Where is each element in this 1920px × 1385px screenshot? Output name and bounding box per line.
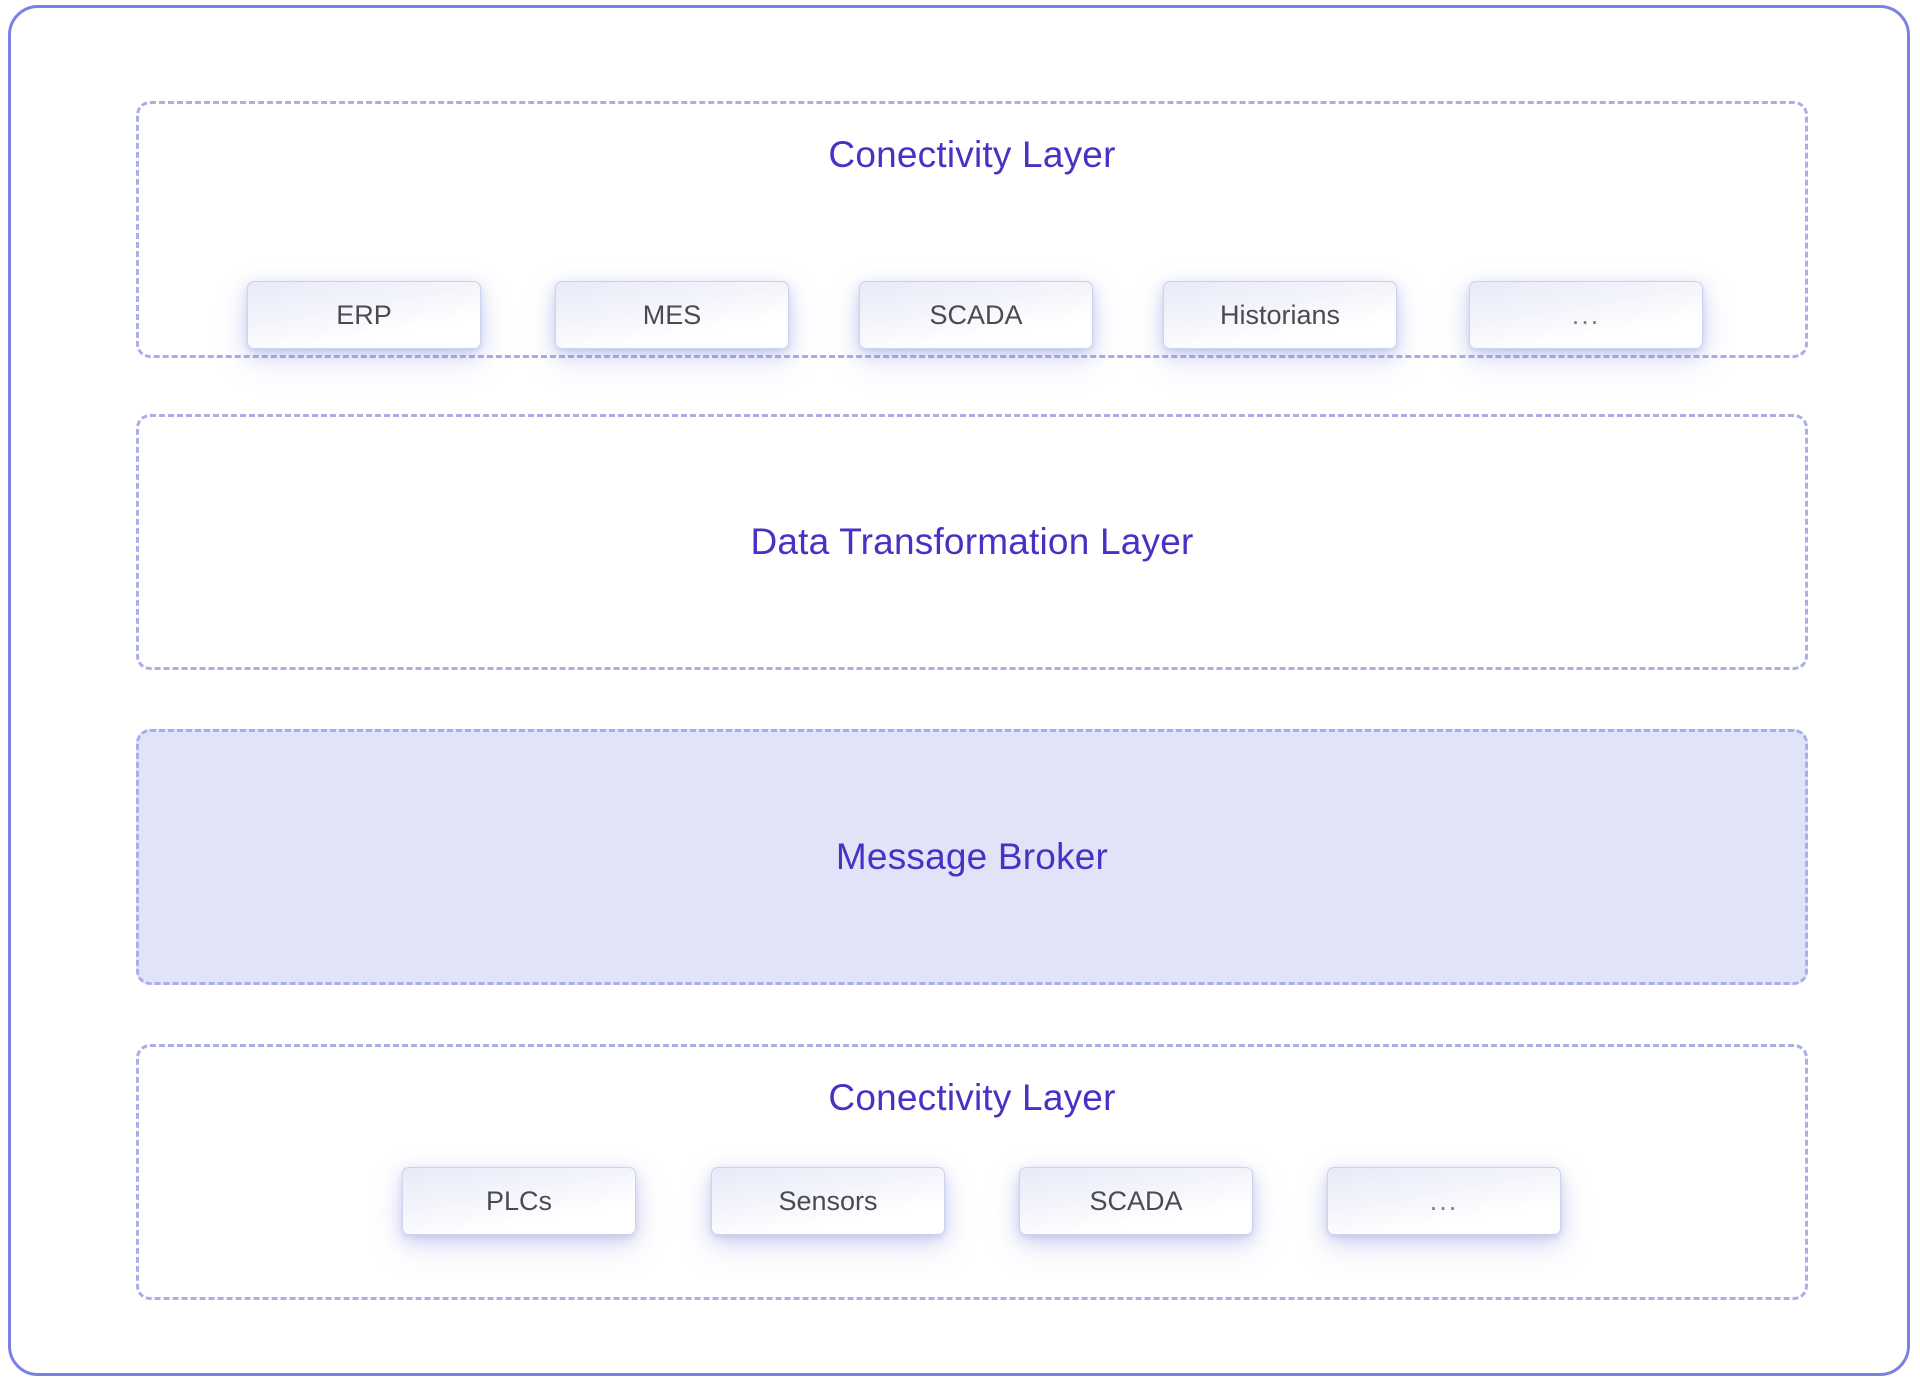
architecture-diagram-frame: Conectivity Layer ERP MES SCADA Historia…	[8, 5, 1910, 1376]
node-erp[interactable]: ERP	[247, 281, 481, 349]
node-more-bottom[interactable]: ...	[1327, 1167, 1561, 1235]
node-scada-bottom[interactable]: SCADA	[1019, 1167, 1253, 1235]
layer-connectivity-bottom-title: Conectivity Layer	[828, 1077, 1116, 1118]
layer-data-transformation-title: Data Transformation Layer	[750, 521, 1194, 562]
node-scada-top-label: SCADA	[929, 299, 1023, 330]
layer-message-broker-title: Message Broker	[835, 836, 1109, 877]
node-erp-label: ERP	[336, 299, 392, 330]
layer-data-transformation: Data Transformation Layer	[136, 414, 1808, 670]
node-plcs[interactable]: PLCs	[402, 1167, 636, 1235]
node-more-bottom-label: ...	[1429, 1185, 1459, 1216]
node-historians[interactable]: Historians	[1163, 281, 1397, 349]
node-mes[interactable]: MES	[555, 281, 789, 349]
node-historians-label: Historians	[1219, 299, 1341, 330]
node-mes-label: MES	[642, 299, 702, 330]
layer-connectivity-top: Conectivity Layer ERP MES SCADA Historia…	[136, 101, 1808, 358]
node-more-top-label: ...	[1571, 299, 1601, 330]
node-sensors-label: Sensors	[778, 1185, 878, 1216]
layer-connectivity-bottom: Conectivity Layer PLCs Sensors SCADA ...	[136, 1044, 1808, 1300]
connectivity-bottom-node-row: PLCs Sensors SCADA ...	[139, 1167, 1805, 1235]
node-scada-bottom-label: SCADA	[1089, 1185, 1183, 1216]
node-plcs-label: PLCs	[485, 1185, 553, 1216]
node-more-top[interactable]: ...	[1469, 281, 1703, 349]
layer-message-broker: Message Broker	[136, 729, 1808, 985]
connectivity-top-node-row: ERP MES SCADA Historians ...	[139, 281, 1805, 349]
layer-connectivity-top-title: Conectivity Layer	[828, 134, 1116, 175]
node-sensors[interactable]: Sensors	[711, 1167, 945, 1235]
node-scada-top[interactable]: SCADA	[859, 281, 1093, 349]
